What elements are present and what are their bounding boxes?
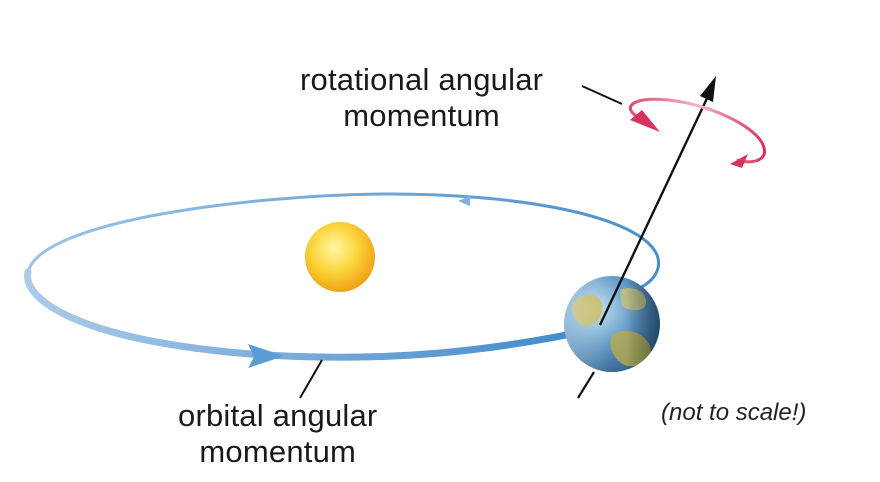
sun-icon (305, 222, 375, 292)
orbital-label-line2: momentum (199, 434, 357, 469)
orbital-label: orbital angular momentum (178, 398, 377, 470)
rotation-axis-arrowhead (700, 76, 716, 102)
spin-arrowhead-left (630, 110, 660, 132)
rotation-axis-upper (598, 91, 712, 326)
leader-line-rotational (581, 85, 623, 105)
rotation-axis-lower (577, 371, 595, 399)
orbit-back-arc (26, 192, 661, 290)
orbital-label-line1: orbital angular (178, 398, 378, 433)
orbit-back-arrowhead (458, 196, 470, 206)
orbit-front-arrowhead (248, 344, 284, 368)
spin-arrow-ring (628, 97, 766, 164)
spin-arrowhead-right (730, 154, 748, 168)
rotational-label-line1: rotational angular (300, 62, 544, 97)
scale-note: (not to scale!) (661, 399, 807, 426)
leader-line-orbital (299, 359, 323, 399)
earth-icon (564, 276, 660, 372)
rotational-label-line2: momentum (343, 98, 500, 133)
rotational-label: rotational angular momentum (300, 62, 543, 134)
orbit-front-arc (24, 268, 604, 361)
